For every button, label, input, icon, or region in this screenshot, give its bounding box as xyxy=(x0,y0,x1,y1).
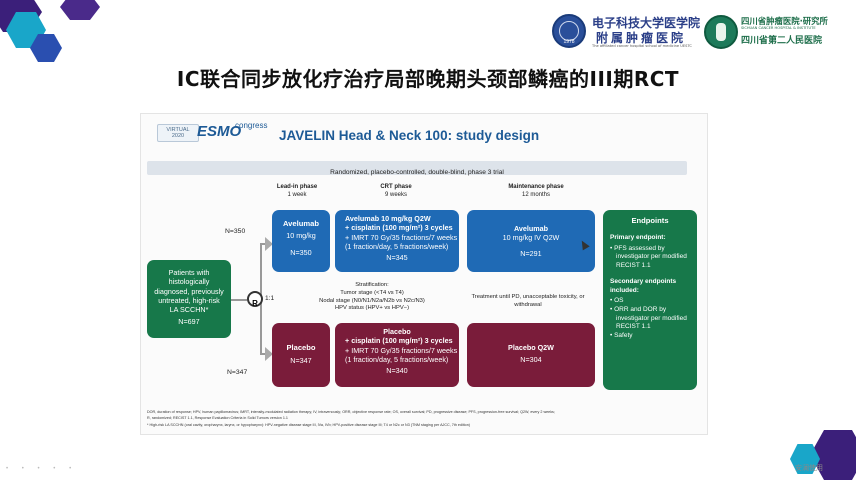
phase-header-maintenance: Maintenance phase 12 months xyxy=(508,184,564,199)
slide-navigation-dots: • • • • • xyxy=(6,466,78,472)
patients-box: Patients with histologically diagnosed, … xyxy=(147,260,231,338)
phase-header-leadin: Lead-in phase 1 week xyxy=(276,184,318,199)
hospital-logo-2-subtitle: SICHUAN CANCER HOSPITAL & INSTITUTE xyxy=(741,26,816,30)
arrow-top xyxy=(265,237,273,251)
primary-endpoint-title: Primary endpoint: xyxy=(610,234,666,242)
crt-avelumab-box: Avelumab 10 mg/kg Q2W + cisplatin (100 m… xyxy=(335,210,459,272)
esmo-virtual-badge: VIRTUAL 2020 xyxy=(157,124,199,142)
watermark-text: 安澜使用 xyxy=(795,464,823,472)
footnote-abbreviations: DOR, duration of response; HPV, human pa… xyxy=(147,410,555,414)
endpoint-item: • OS xyxy=(610,297,624,305)
randomization-ratio: 1:1 xyxy=(265,295,275,302)
leadin-avelumab-box: Avelumab 10 mg/kg N=350 xyxy=(272,210,330,272)
endpoint-item: • PFS assessed by investigator per modif… xyxy=(610,244,687,269)
corner-hexagon-purple-small xyxy=(60,0,100,20)
endpoints-title: Endpoints xyxy=(631,216,669,225)
hospital-logo-1-line1: 电子科技大学医学院 xyxy=(592,16,701,30)
maintenance-avelumab-box: Avelumab 10 mg/kg IV Q2W N=291 xyxy=(467,210,595,272)
study-design-slide: VIRTUAL 2020 ESMO congress JAVELIN Head … xyxy=(140,113,708,435)
uestc-seal-logo: 1978 xyxy=(552,14,586,48)
endpoint-item: • Safety xyxy=(610,331,633,339)
treatment-duration-note: Treatment until PD, unacceptable toxicit… xyxy=(471,294,585,308)
connector-patients-to-r xyxy=(231,299,247,301)
crt-placebo-box: Placebo + cisplatin (100 mg/m²) 3 cycles… xyxy=(335,323,459,387)
trial-banner-text: Randomized, placebo-controlled, double-b… xyxy=(330,169,504,176)
esmo-logo: ESMO xyxy=(197,123,242,140)
endpoint-item: • ORR and DOR by investigator per modifi… xyxy=(610,306,687,331)
leadin-placebo-box: Placebo N=347 xyxy=(272,323,330,387)
phase-header-crt: CRT phase 9 weeks xyxy=(380,184,412,199)
hospital-logo-1-subtitle: The affiliated cancer hospital school of… xyxy=(592,44,692,48)
randomization-circle: R xyxy=(247,291,263,308)
footnote-abbreviations-2: R, randomized; RECIST 1.1, Response Eval… xyxy=(147,416,288,420)
hospital-logo-2-line1: 四川省肿瘤医院·研究所 xyxy=(741,16,828,26)
endpoints-box: Endpoints Primary endpoint: • PFS assess… xyxy=(603,210,697,390)
footnote-high-risk: * High-risk LA SCCHN (oral cavity, oroph… xyxy=(147,423,470,427)
arm-bottom-n: N=347 xyxy=(227,369,248,376)
seal-year: 1978 xyxy=(563,39,575,45)
sichuan-cancer-hospital-emblem xyxy=(704,15,738,49)
maintenance-placebo-box: Placebo Q2W N=304 xyxy=(467,323,595,387)
trial-banner: Randomized, placebo-controlled, double-b… xyxy=(147,161,687,176)
badge-year-text: 2020 xyxy=(171,133,185,139)
corner-hexagon-cyan-br xyxy=(790,444,820,474)
secondary-endpoint-list: • OS• ORR and DOR by investigator per mo… xyxy=(610,297,690,340)
slide-heading: JAVELIN Head & Neck 100: study design xyxy=(279,128,540,143)
secondary-endpoints-title: Secondary endpoints included: xyxy=(610,278,677,294)
badge-virtual-text: VIRTUAL xyxy=(166,127,190,133)
primary-endpoint-list: • PFS assessed by investigator per modif… xyxy=(610,245,690,271)
arrow-bottom xyxy=(265,347,273,361)
page-title: IC联合同步放化疗治疗局部晚期头颈部鳞癌的III期RCT xyxy=(176,67,680,91)
arm-top-n: N=350 xyxy=(225,228,246,235)
randomization-symbol: R xyxy=(252,299,258,308)
esmo-congress-text: congress xyxy=(235,121,268,130)
hospital-logo-2-line2: 四川省第二人民医院 xyxy=(741,36,823,46)
hospital-logo-1-line2: 附属肿瘤医院 xyxy=(596,31,687,45)
stratification-text: Stratification: Tumor stage (<T4 vs T4) … xyxy=(319,282,425,312)
